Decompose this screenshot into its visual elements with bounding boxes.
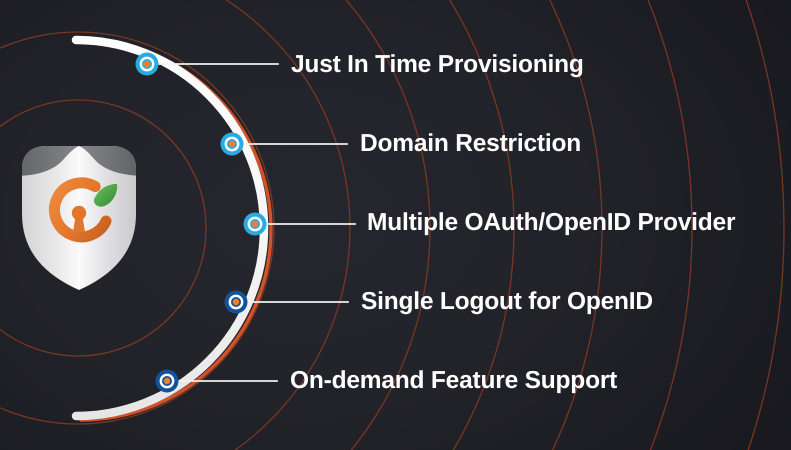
keyhole-icon [71, 205, 87, 232]
node-marker-multiple-oauth-openid-provider[interactable] [243, 212, 267, 236]
feature-label-single-logout-for-openid: Single Logout for OpenID [361, 288, 653, 315]
shield-top-band [22, 146, 136, 176]
feature-label-on-demand-feature-support: On-demand Feature Support [290, 367, 618, 394]
node-marker-domain-restriction[interactable] [220, 132, 244, 156]
feature-label-domain-restriction: Domain Restriction [360, 130, 582, 157]
feature-label-just-in-time-provisioning: Just In Time Provisioning [291, 51, 584, 78]
feature-label-multiple-oauth-openid-provider: Multiple OAuth/OpenID Provider [367, 209, 736, 236]
node-marker-single-logout-for-openid[interactable] [224, 290, 248, 314]
leaf-icon [93, 183, 118, 207]
node-marker-just-in-time-provisioning[interactable] [135, 52, 159, 76]
node-marker-on-demand-feature-support[interactable] [155, 369, 179, 393]
lock-ring-icon [49, 177, 112, 243]
